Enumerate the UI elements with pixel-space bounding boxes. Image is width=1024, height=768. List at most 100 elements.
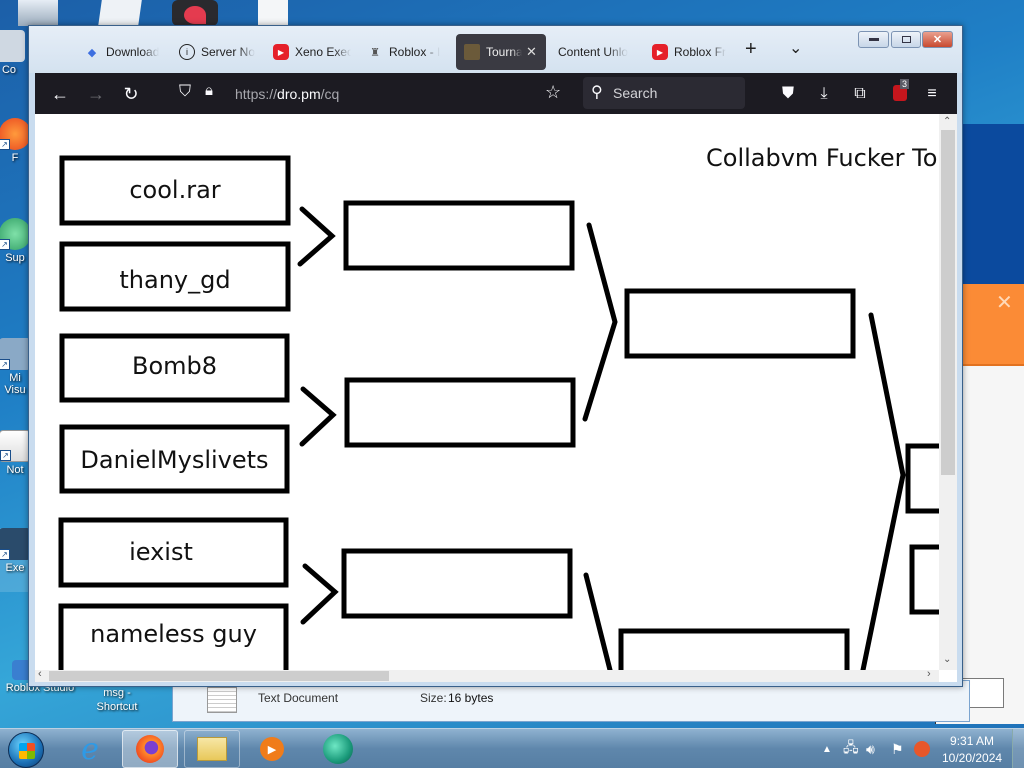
forward-button[interactable]: → [83, 81, 109, 107]
tab-roblox[interactable]: ♜ Roblox - I [367, 34, 443, 70]
start-button[interactable] [8, 732, 44, 768]
tab-tournament[interactable]: Tournam ✕ [456, 34, 546, 70]
scroll-up-icon[interactable]: ⌃ [943, 116, 952, 127]
show-desktop-button[interactable] [1012, 729, 1024, 768]
roblox-icon: ♜ [370, 46, 380, 59]
close-window-button[interactable]: ✕ [922, 31, 953, 48]
bracket-slot-r2-2 [344, 377, 576, 448]
desktop-icon-label: Exe [5, 562, 25, 574]
extensions-button[interactable]: ⧉ [847, 81, 873, 107]
tab-roblox-free[interactable]: ▶ Roblox Fr [652, 34, 730, 70]
scroll-right-icon[interactable]: › [927, 668, 931, 680]
maximize-button[interactable] [891, 31, 921, 48]
taskbar: e ▶ ▲ 🖧︎ 🔊︎ ⚑ 9:31 AM 10/20/2024 [0, 728, 1024, 768]
taskbar-file-explorer[interactable] [184, 730, 240, 768]
lock-icon[interactable]: 🔒︎ [205, 82, 213, 99]
folder-icon [197, 737, 227, 761]
bracket-slot-r1-5 [58, 517, 289, 588]
scroll-left-icon[interactable]: ‹ [38, 668, 42, 680]
bracket-slot-r1-1 [59, 155, 291, 226]
horizontal-scrollbar[interactable]: ‹ › [35, 668, 939, 682]
desktop-icon-firefox[interactable]: ↗ F [0, 118, 50, 164]
clock-date: 10/20/2024 [942, 751, 1003, 765]
desktop-icon-top-4[interactable] [258, 0, 288, 26]
tab-strip: ◆ Download i Server No ▶ Xeno Exec ♜ Rob… [29, 26, 962, 73]
taskbar-firefox[interactable] [122, 730, 178, 768]
minimize-icon [868, 38, 879, 41]
volume-icon[interactable]: 🔊︎ [866, 740, 875, 757]
tab-download[interactable]: ◆ Download [84, 34, 164, 70]
vertical-scrollbar[interactable]: ⌃ ⌄ [939, 114, 957, 670]
shield-icon[interactable]: ⛉ [179, 83, 192, 100]
tab-content-unlocker[interactable]: Content Unlo [558, 45, 629, 59]
app-icon: ↗ [0, 218, 31, 250]
desktop-icon-computer[interactable]: Co [0, 30, 44, 76]
bracket-slot-r1-3 [59, 333, 290, 403]
url-text[interactable]: https://dro.pm/cq [235, 86, 340, 102]
tab-xeno-executor[interactable]: ▶ Xeno Exec [273, 34, 351, 70]
desktop-icon-top-2[interactable] [98, 0, 142, 26]
firefox-window: ◆ Download i Server No ▶ Xeno Exec ♜ Rob… [28, 25, 963, 687]
desktop-icon-label: Mi Visu [4, 372, 26, 396]
search-placeholder: Search [613, 85, 658, 101]
file-type: Text Document [258, 691, 339, 705]
show-hidden-icons-button[interactable]: ▲ [822, 743, 832, 755]
pocket-button[interactable]: ⛊ [775, 81, 801, 107]
desktop-icon-top-3[interactable] [172, 0, 218, 26]
youtube-icon: ▶ [652, 44, 668, 60]
downloads-button[interactable]: ⤓ [811, 81, 837, 107]
player-name: nameless guy [90, 620, 257, 648]
shortcut-arrow-icon: ↗ [0, 450, 11, 461]
bracket-slot-r4-2 [909, 544, 939, 615]
taskbar-media-player[interactable]: ▶ [244, 730, 300, 768]
desktop-icon-label: msg - Shortcut [96, 687, 138, 713]
security-alert-icon[interactable] [914, 729, 930, 768]
search-input[interactable]: ⚲ Search [583, 77, 745, 109]
menu-button[interactable]: ≡ [919, 81, 945, 107]
tab-server-notice[interactable]: i Server No [179, 34, 257, 70]
desktop-icon-label: Not [6, 464, 24, 476]
reload-icon: ↻ [123, 83, 139, 104]
close-tab-icon[interactable]: ✕ [526, 44, 537, 59]
network-icon[interactable]: 🖧︎ [843, 739, 859, 755]
tournament-icon [464, 44, 480, 60]
minimize-button[interactable] [858, 31, 889, 48]
shortcut-arrow-icon: ↗ [0, 549, 10, 560]
close-icon[interactable]: ✕ [996, 292, 1013, 314]
desktop-icon-label: Sup [5, 252, 25, 264]
horizontal-scroll-thumb[interactable] [49, 671, 389, 681]
url-bar[interactable]: ⛉ 🔒︎ https://dro.pm/cq ☆ [173, 77, 573, 110]
new-tab-button[interactable]: + [745, 38, 757, 60]
taskbar-green-app[interactable] [310, 730, 366, 768]
desktop-icon-visual-studio[interactable]: ↗ Mi Visu [0, 338, 50, 396]
player-name: cool.rar [129, 176, 221, 204]
close-icon: ✕ [932, 34, 943, 46]
youtube-icon: ▶ [273, 44, 289, 60]
reload-button[interactable]: ↻ [118, 81, 144, 107]
list-all-tabs-button[interactable]: ⌄ [789, 40, 803, 57]
player-name: Bomb8 [131, 352, 218, 380]
shortcut-arrow-icon: ↗ [0, 239, 10, 250]
back-button[interactable]: ← [47, 81, 73, 107]
bracket-connector-r1-a [297, 206, 336, 267]
download-icon: ⤓ [820, 85, 828, 102]
internet-explorer-icon: e [81, 731, 99, 767]
media-player-icon: ▶ [260, 737, 284, 761]
system-clock[interactable]: 9:31 AM 10/20/2024 [942, 733, 1002, 767]
taskbar-internet-explorer[interactable]: e [62, 730, 118, 768]
action-center-flag-icon[interactable]: ⚑ [891, 740, 904, 757]
bookmark-star-icon[interactable]: ☆ [545, 82, 562, 102]
computer-icon [0, 30, 25, 62]
desktop-icon-top-1[interactable] [18, 0, 58, 26]
pocket-icon: ⛊ [781, 85, 794, 102]
bracket-slot-r3-2 [618, 628, 850, 670]
scroll-down-icon[interactable]: ⌄ [943, 654, 952, 665]
clock-time: 9:31 AM [950, 734, 995, 748]
ublock-origin-icon[interactable] [893, 85, 907, 101]
player-name: thany_gd [119, 266, 231, 294]
desktop-icon-msg-shortcut[interactable]: msg - Shortcut [82, 668, 152, 714]
bracket-connector-r2-b [583, 572, 613, 670]
vertical-scroll-thumb[interactable] [941, 130, 955, 475]
executor-icon: ↗ [0, 528, 31, 560]
desktop-icon-sup[interactable]: ↗ Sup [0, 218, 50, 264]
